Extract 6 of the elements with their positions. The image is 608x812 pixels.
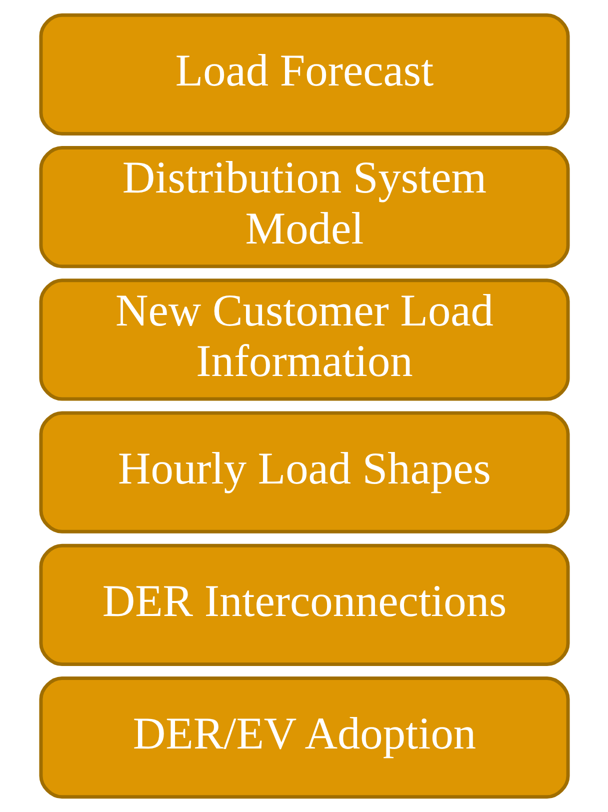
node-box: Hourly Load Shapes [38,411,570,534]
node-box: DER/EV Adoption [38,676,570,799]
node-box: New Customer Load Information [38,278,570,401]
node-box: Load Forecast [38,13,570,136]
node-box: DER Interconnections [38,544,570,666]
node-box: Distribution System Model [38,146,570,268]
